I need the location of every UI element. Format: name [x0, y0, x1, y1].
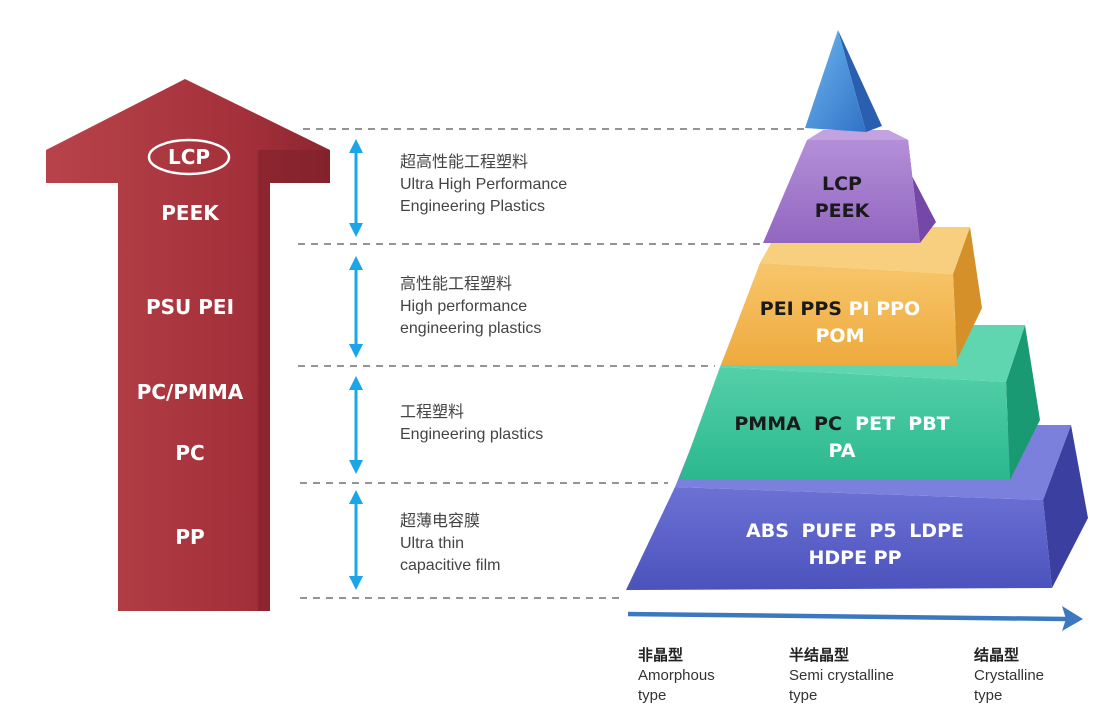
category-zh: 超薄电容膜: [400, 513, 481, 530]
tier2-front: [721, 263, 957, 365]
axis-en: Amorphous: [638, 667, 715, 684]
tier4-front: [626, 487, 1052, 590]
lcp-highlight-oval: [147, 138, 231, 176]
tier3-pmma: PMMA: [734, 413, 801, 435]
tier2-pi: PI: [848, 298, 870, 320]
tier3-line1: PMMA PC PET PBT: [712, 411, 972, 438]
axis-en: Crystalline: [974, 667, 1045, 684]
category-film: 超薄电容膜 Ultra thin capacitive film: [400, 511, 500, 577]
pyramid-apex: [805, 30, 866, 132]
axis-en: type: [974, 687, 1003, 704]
axis-label-amorphous: 非晶型 Amorphous type: [638, 646, 715, 706]
category-en: engineering plastics: [400, 320, 542, 337]
pyramid-apex-side: [838, 30, 882, 132]
axis-en: Semi crystalline: [789, 667, 895, 684]
category-en: Engineering plastics: [400, 426, 544, 443]
tier2-pps: PPS: [800, 298, 842, 320]
tier3-pet: PET: [855, 413, 896, 435]
category-zh: 高性能工程塑料: [400, 276, 513, 293]
tier2-line1: PEI PPS PI PPO: [735, 296, 945, 323]
tier2-label: PEI PPS PI PPO POM: [735, 296, 945, 350]
arrow-label-pc: PC: [175, 441, 205, 465]
arrow-label-peek: PEEK: [161, 201, 219, 225]
axis-en: type: [638, 687, 667, 704]
range-arrow-4: [349, 490, 363, 590]
tier3-pbt: PBT: [908, 413, 950, 435]
tier1-top: [807, 130, 908, 140]
tier3-side: [1006, 325, 1040, 480]
axis-label-semi: 半结晶型 Semi crystalline type: [789, 646, 894, 706]
category-en: capacitive film: [400, 557, 501, 574]
tier1-line2: PEEK: [814, 200, 870, 222]
arrow-label-lcp: LCP: [167, 145, 211, 169]
tier4-side: [1043, 425, 1088, 588]
category-en: High performance: [400, 298, 528, 315]
arrow-label-psu-pei: PSU PEI: [145, 295, 235, 319]
tier2-line2: POM: [815, 325, 865, 347]
axis-zh: 半结晶型: [789, 647, 850, 664]
axis-zh: 结晶型: [974, 647, 1020, 664]
tier1-label: LCP PEEK: [777, 171, 907, 225]
tier2-ppo: PPO: [876, 298, 921, 320]
tier3-pc: PC: [814, 413, 842, 435]
range-arrow-3: [349, 376, 363, 474]
tier2-pei: PEI: [759, 298, 794, 320]
axis-zh: 非晶型: [638, 647, 684, 664]
category-zh: 超高性能工程塑料: [400, 154, 529, 171]
category-ultra-high: 超高性能工程塑料 Ultra High Performance Engineer…: [400, 152, 567, 218]
category-zh: 工程塑料: [400, 404, 465, 421]
tier3-front: [679, 367, 1010, 480]
category-en: Ultra thin: [400, 535, 465, 552]
category-en: Ultra High Performance: [400, 176, 568, 193]
axis-en: type: [789, 687, 818, 704]
axis-label-crystalline: 结晶型 Crystalline type: [974, 646, 1044, 706]
tier4-line2: HDPE PP: [808, 547, 902, 569]
arrow-side-shade: [258, 150, 330, 611]
tier1-line1: LCP: [822, 173, 862, 195]
arrow-label-pc-pmma: PC/PMMA: [136, 380, 244, 404]
arrow-label-pp: PP: [175, 525, 205, 549]
category-high: 高性能工程塑料 High performance engineering pla…: [400, 274, 541, 340]
tier3-line2: PA: [828, 440, 856, 462]
tier1-front: [763, 140, 920, 243]
tier3-label: PMMA PC PET PBT PA: [712, 411, 972, 465]
category-en: Engineering Plastics: [400, 198, 545, 215]
range-arrow-1: [349, 139, 363, 237]
range-arrow-2: [349, 256, 363, 358]
tier4-line1: ABS PUFE P5 LDPE: [746, 520, 964, 542]
crystallinity-axis-arrow: [627, 606, 1083, 631]
tier4-label: ABS PUFE P5 LDPE HDPE PP: [690, 518, 1020, 572]
category-engineering: 工程塑料 Engineering plastics: [400, 402, 543, 446]
tier1-side: [888, 130, 936, 243]
tier2-side: [953, 227, 982, 360]
